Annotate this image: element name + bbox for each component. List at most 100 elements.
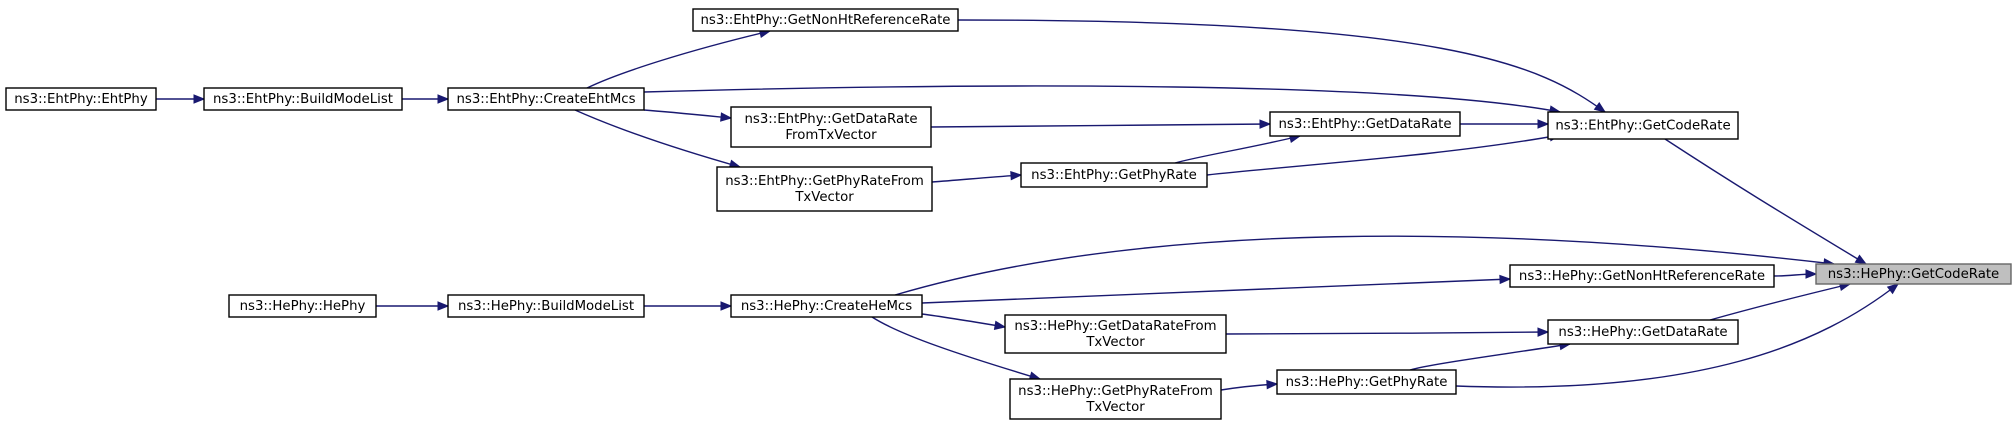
node-box[interactable] [447,87,645,111]
edge-line [1174,135,1301,164]
edge-ehtphy-getdataratefromtxvector-to-ehtphy-getdatarate [930,119,1272,129]
arrowhead-icon [1805,269,1818,279]
edge-ehtphy-getphyrate-to-ehtphy-getdatarate [1174,133,1302,164]
edge-ehtphy-getnonhtreferencerate-to-ehtphy-getcoderate [957,19,1607,113]
node-box[interactable] [1269,111,1461,137]
edge-ehtphy-getphyrate-to-ehtphy-getcoderate [1206,132,1562,176]
node-hephy-getdatarate[interactable]: ns3::HePhy::GetDataRate [1547,319,1739,345]
edge-ehtphy-createehtmcs-to-ehtphy-getdataratefromtxvector [643,109,733,122]
node-box[interactable] [1509,264,1775,288]
node-hephy-getcoderate[interactable]: ns3::HePhy::GetCodeRate [1815,263,2012,285]
node-box[interactable] [228,294,377,318]
edge-line [957,19,1606,113]
edge-hephy-createhemcs-to-hephy-getdataratefromtxvector [921,313,1007,330]
edge-line [1225,331,1549,335]
node-hephy-hephy[interactable]: ns3::HePhy::HePhy [228,294,377,318]
node-box[interactable] [1009,378,1222,420]
node-box[interactable] [1547,111,1739,140]
edge-hephy-getphyrate-to-hephy-getdatarate [1409,340,1572,371]
node-ehtphy-getphyrate[interactable]: ns3::EhtPhy::GetPhyRate [1020,162,1208,188]
edge-line [931,174,1022,183]
node-label: ns3::HePhy::BuildModeList [458,299,634,314]
node-hephy-buildmodelist[interactable]: ns3::HePhy::BuildModeList [447,294,645,318]
node-ehtphy-ehtphy[interactable]: ns3::EhtPhy::EhtPhy [5,87,157,111]
edge-hephy-hephy-to-hephy-buildmodelist [376,301,450,311]
arrowhead-icon [1266,379,1279,390]
arrowhead-icon [720,301,733,311]
node-box[interactable] [1004,314,1227,354]
node-box[interactable] [447,294,645,318]
arrowhead-icon [1259,119,1272,129]
arrowhead-icon [1854,254,1868,265]
arrowhead-icon [437,301,450,311]
node-hephy-getnonhtreferencerate[interactable]: ns3::HePhy::GetNonHtReferenceRate [1509,264,1775,288]
arrowhead-icon [1010,170,1023,181]
edge-line [921,313,1006,328]
node-label: ns3::EhtPhy::EhtPhy [14,92,148,107]
node-label: ns3::HePhy::GetNonHtReferenceRate [1519,269,1765,284]
edge-ehtphy-createehtmcs-to-ehtphy-getphyratefromtxvector [574,109,742,169]
node-label: ns3::EhtPhy::GetPhyRateFrom [725,174,924,189]
arrowhead-icon [193,94,206,104]
node-box[interactable] [203,87,403,111]
node-label: TxVector [1085,335,1145,350]
edge-hephy-getphyratefromtxvector-to-hephy-getphyrate [1220,379,1279,391]
edge-line [1709,283,1851,321]
edge-ehtphy-getdatarate-to-ehtphy-getcoderate [1460,119,1550,129]
node-box[interactable] [730,106,932,148]
node-ehtphy-getnonhtreferencerate[interactable]: ns3::EhtPhy::GetNonHtReferenceRate [692,8,959,32]
arrowhead-icon [993,320,1007,330]
node-ehtphy-getcoderate[interactable]: ns3::EhtPhy::GetCodeRate [1547,111,1739,140]
edge-hephy-getdataratefromtxvector-to-hephy-getdatarate [1225,327,1550,337]
edge-ehtphy-buildmodelist-to-ehtphy-createehtmcs [401,94,450,104]
nodes-layer: ns3::HePhy::GetCodeRate ns3::EhtPhy::GetC… [5,8,2012,420]
node-box[interactable] [692,8,959,32]
edge-ehtphy-getphyratefromtxvector-to-ehtphy-getphyrate [931,170,1023,183]
edge-line [930,123,1271,128]
node-label: ns3::HePhy::HePhy [240,299,366,314]
edge-ehtphy-createehtmcs-to-ehtphy-getnonhtreferencerate [586,28,772,89]
edge-ehtphy-getcoderate-to-hephy-getcoderate [1664,138,1868,265]
edge-line [921,278,1511,304]
edge-hephy-getphyrate-to-hephy-getcoderate [1455,283,1900,388]
node-box[interactable] [1020,162,1208,188]
node-label: ns3::HePhy::GetPhyRate [1286,375,1448,390]
edge-hephy-getnonhtreferencerate-to-hephy-getcoderate [1773,269,1818,279]
node-label: ns3::HePhy::GetDataRateFrom [1014,319,1216,334]
node-box[interactable] [5,87,157,111]
node-ehtphy-buildmodelist[interactable]: ns3::EhtPhy::BuildModeList [203,87,403,111]
edge-hephy-createhemcs-to-hephy-getnonhtreferencerate [921,274,1512,304]
node-label: ns3::EhtPhy::CreateEhtMcs [456,92,635,107]
node-box[interactable] [1276,369,1457,395]
node-box[interactable] [716,166,933,212]
node-label: ns3::HePhy::GetDataRate [1558,325,1727,340]
arrowhead-icon [1593,102,1607,113]
node-ehtphy-getdatarate[interactable]: ns3::EhtPhy::GetDataRate [1269,111,1461,137]
edge-line [643,109,732,119]
arrowhead-icon [1499,274,1512,285]
node-label: ns3::HePhy::CreateHeMcs [741,299,912,314]
node-box[interactable] [730,294,923,318]
arrowhead-icon [1537,119,1550,129]
node-ehtphy-createehtmcs[interactable]: ns3::EhtPhy::CreateEhtMcs [447,87,645,111]
edge-line [1206,134,1561,176]
edges-layer [155,19,1900,391]
node-hephy-getphyrate[interactable]: ns3::HePhy::GetPhyRate [1276,369,1457,395]
node-label: ns3::EhtPhy::GetDataRate [744,112,917,127]
edge-line [871,316,1041,380]
node-hephy-createhemcs[interactable]: ns3::HePhy::CreateHeMcs [730,294,923,318]
arrowhead-icon [720,112,733,122]
node-label: ns3::EhtPhy::GetPhyRate [1031,168,1197,183]
node-box[interactable] [1547,319,1739,345]
node-label: FromTxVector [785,128,877,143]
node-label: ns3::EhtPhy::GetNonHtReferenceRate [701,13,951,28]
edge-line [1664,138,1867,265]
edge-line [586,30,771,89]
node-label: TxVector [794,190,854,205]
node-box[interactable] [1815,263,2012,285]
